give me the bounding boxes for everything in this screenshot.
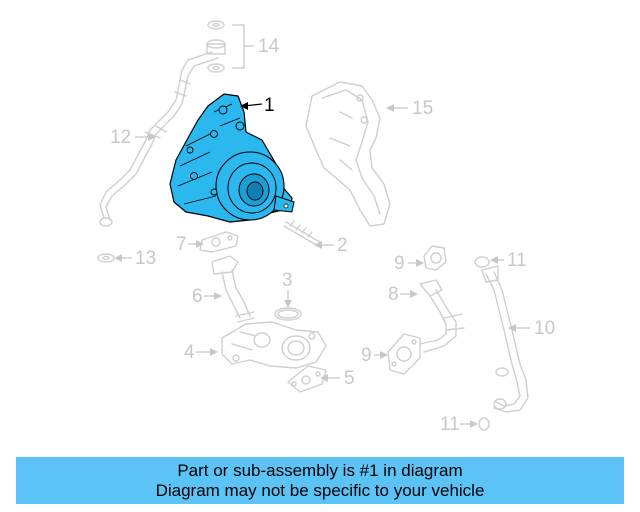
- part-2-stud: [283, 220, 321, 247]
- parts-diagram: 1 2 3 4 5 6 7 8 9 9 10 11 11 12 13 14 15: [97, 20, 555, 435]
- part-14-washers-bolt: [206, 20, 254, 73]
- callout-labels: 1 2 3 4 5 6 7 8 9 9 10 11 11 12 13 14 15: [110, 36, 555, 435]
- callout-13: 13: [135, 248, 156, 269]
- callout-3: 3: [282, 270, 293, 291]
- part-10-oil-line: [481, 265, 529, 413]
- callout-2: 2: [337, 235, 348, 256]
- part-11-o-ring-lower: [478, 417, 490, 431]
- callout-11-lower: 11: [440, 414, 460, 435]
- callout-8: 8: [388, 284, 399, 305]
- callout-7: 7: [176, 234, 187, 255]
- callout-leaders: [114, 104, 530, 428]
- callout-12: 12: [110, 127, 131, 148]
- callout-11-upper: 11: [507, 250, 527, 271]
- part-5-gasket: [287, 365, 327, 393]
- callout-1: 1: [264, 95, 275, 116]
- banner-line-2: Diagram may not be specific to your vehi…: [155, 480, 485, 500]
- callout-15: 15: [412, 98, 433, 119]
- callout-5: 5: [344, 368, 355, 389]
- part-11-o-ring-upper: [474, 256, 490, 268]
- callout-14: 14: [258, 36, 280, 57]
- part-7-gasket: [199, 231, 239, 253]
- callout-4: 4: [184, 342, 195, 363]
- callout-9-lower: 9: [361, 345, 372, 366]
- part-13-washer: [97, 253, 115, 263]
- callout-10: 10: [534, 318, 555, 339]
- part-4-bracket: [221, 321, 327, 369]
- callout-6: 6: [192, 286, 203, 307]
- part-9-gasket-upper: [423, 245, 447, 271]
- info-banner: Part or sub-assembly is #1 in diagram Di…: [16, 457, 624, 504]
- part-9-gasket-lower: [387, 333, 421, 375]
- banner-line-1: Part or sub-assembly is #1 in diagram: [177, 460, 463, 480]
- part-3-o-ring: [274, 307, 302, 321]
- part-1-turbocharger[interactable]: [169, 93, 295, 223]
- part-15-heat-shield: [305, 81, 391, 227]
- part-8-return-pipe: [419, 279, 465, 353]
- callout-9-upper: 9: [394, 253, 405, 274]
- part-6-drain-tube: [211, 255, 255, 323]
